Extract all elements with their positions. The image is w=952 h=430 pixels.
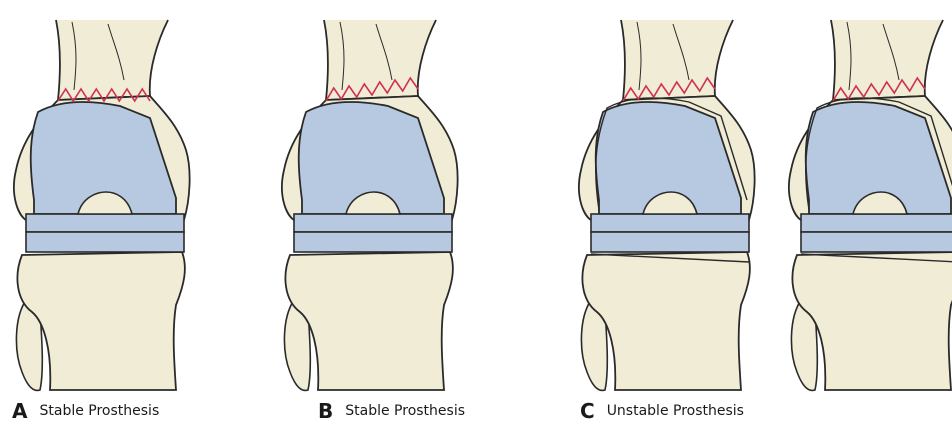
femur-shaft	[831, 20, 943, 100]
panel-letter-b: B	[318, 399, 333, 423]
polyethylene-insert	[26, 214, 184, 232]
polyethylene-insert	[591, 214, 749, 232]
caption-b: B Stable Prosthesis	[318, 396, 465, 426]
tibial-tray	[801, 232, 952, 252]
knee-illustration	[14, 20, 190, 390]
panel-letter-c: C	[580, 399, 595, 423]
femur-shaft	[621, 20, 733, 100]
knee-illustration	[789, 20, 952, 390]
caption-text-c: Unstable Prosthesis	[607, 403, 744, 419]
knee-illustration	[282, 20, 458, 390]
panel-letter-a: A	[12, 399, 27, 423]
caption-a: A Stable Prosthesis	[12, 396, 159, 426]
polyethylene-insert	[294, 214, 452, 232]
tibial-tray	[26, 232, 184, 252]
caption-text-a: Stable Prosthesis	[39, 403, 159, 419]
tibial-tray	[591, 232, 749, 252]
tibial-tray	[294, 232, 452, 252]
knee-illustration	[579, 20, 755, 390]
caption-c: C Unstable Prosthesis	[580, 396, 744, 426]
polyethylene-insert	[801, 214, 952, 232]
caption-text-b: Stable Prosthesis	[345, 403, 465, 419]
femur-shaft	[324, 20, 436, 100]
